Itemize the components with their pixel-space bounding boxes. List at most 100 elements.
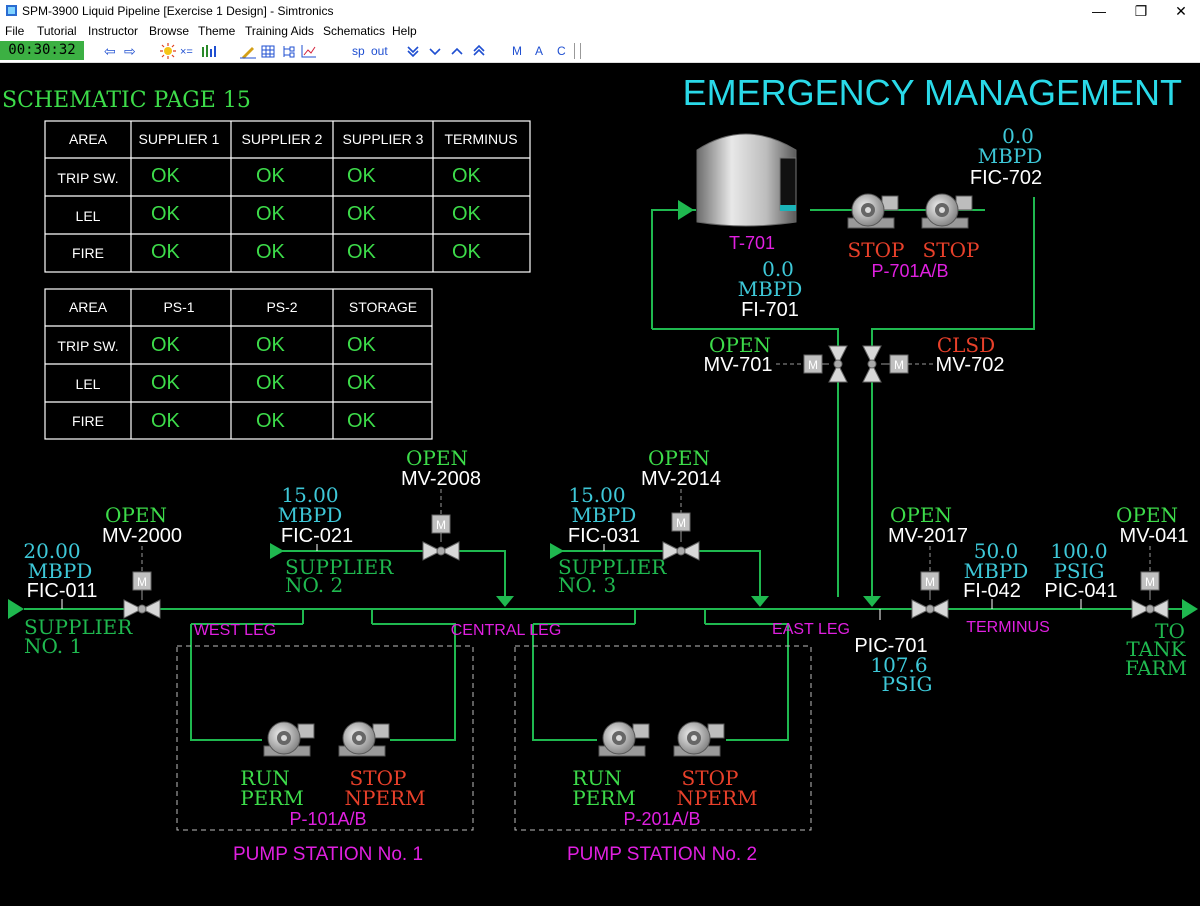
- mv702-tag[interactable]: MV-702: [936, 354, 1005, 376]
- minimize-button[interactable]: —: [1092, 3, 1106, 19]
- table1-headers: AREA SUPPLIER 1 SUPPLIER 2 SUPPLIER 3 TE…: [69, 131, 518, 147]
- pump-p101a-icon[interactable]: [263, 721, 315, 757]
- table2-cell: OK: [256, 410, 286, 432]
- menu-training-aids[interactable]: Training Aids: [245, 24, 314, 38]
- table2-headers: AREA PS-1 PS-2 STORAGE: [69, 299, 417, 315]
- table1-cell: OK: [151, 165, 181, 187]
- pencil-icon[interactable]: [240, 47, 256, 59]
- table2-header: PS-1: [163, 299, 194, 315]
- fic031-value: 15.00: [568, 483, 625, 507]
- p701-tag: P-701A/B: [871, 261, 948, 281]
- pic701-tag[interactable]: PIC-701: [854, 635, 927, 657]
- fic702-tag[interactable]: FIC-702: [970, 167, 1042, 189]
- mv041-tag[interactable]: MV-041: [1120, 525, 1189, 547]
- mv2000-motor-label: M: [137, 575, 147, 589]
- fic702-unit: MBPD: [978, 144, 1043, 168]
- grid-icon[interactable]: [261, 45, 275, 58]
- mv2017-state: OPEN: [890, 503, 952, 527]
- double-up-icon[interactable]: [473, 44, 485, 56]
- fi042-tag[interactable]: FI-042: [963, 580, 1021, 602]
- fi701-tag[interactable]: FI-701: [741, 299, 799, 321]
- table1-cell: OK: [256, 241, 286, 263]
- tank-tag: T-701: [729, 233, 775, 253]
- mv2000-tag[interactable]: MV-2000: [102, 525, 182, 547]
- mv701-tag[interactable]: MV-701: [704, 354, 773, 376]
- back-arrow-icon[interactable]: ⇦: [104, 43, 116, 59]
- cascade-button[interactable]: C: [557, 44, 566, 58]
- pump-p201b-icon[interactable]: [673, 721, 725, 757]
- mv2008-valve-icon[interactable]: [422, 541, 460, 561]
- chart-icon[interactable]: [301, 45, 316, 58]
- table2-cell: OK: [151, 334, 181, 356]
- mv2017-valve-icon[interactable]: [911, 599, 949, 619]
- table1-row-label: TRIP SW.: [57, 170, 118, 186]
- table1-cell: OK: [347, 203, 377, 225]
- mv2014-valve-icon[interactable]: [662, 541, 700, 561]
- fic031-tag[interactable]: FIC-031: [568, 525, 640, 547]
- mv041-state: OPEN: [1116, 503, 1178, 527]
- mv2008-tag[interactable]: MV-2008: [401, 468, 481, 490]
- table2-header: PS-2: [266, 299, 297, 315]
- app-icon: [6, 5, 17, 16]
- tankfarm-label: FARM: [1125, 656, 1187, 680]
- double-down-icon[interactable]: [407, 46, 419, 58]
- sp-button[interactable]: sp: [352, 44, 365, 58]
- menu-tutorial[interactable]: Tutorial: [37, 24, 77, 38]
- pump-p101b-icon[interactable]: [338, 721, 390, 757]
- pump-station-1-label: PUMP STATION No. 1: [233, 844, 423, 865]
- table1-cell: OK: [256, 203, 286, 225]
- pic041-tag[interactable]: PIC-041: [1044, 580, 1117, 602]
- mv701-state: OPEN: [709, 333, 771, 357]
- table1-cell: OK: [347, 241, 377, 263]
- mv2000-state: OPEN: [105, 503, 167, 527]
- pump-p201a-icon[interactable]: [598, 721, 650, 757]
- p201a-permissive: PERM: [572, 786, 636, 810]
- restore-button[interactable]: ❐: [1134, 3, 1148, 19]
- menu-instructor[interactable]: Instructor: [88, 24, 139, 38]
- out-button[interactable]: out: [371, 44, 388, 58]
- pic041-value: 100.0: [1050, 539, 1107, 563]
- schematic-page-label: SCHEMATIC PAGE 15: [2, 88, 251, 113]
- forward-arrow-icon[interactable]: ⇨: [124, 43, 136, 59]
- mv702-valve-icon[interactable]: [862, 345, 882, 383]
- hierarchy-icon[interactable]: [283, 46, 295, 58]
- menu-schematics[interactable]: Schematics: [323, 24, 386, 38]
- table2-row-label: TRIP SW.: [57, 338, 118, 354]
- mv041-motor-label: M: [1145, 575, 1155, 589]
- menu-theme[interactable]: Theme: [198, 24, 236, 38]
- table2-cell: OK: [347, 410, 377, 432]
- mv701-valve-icon[interactable]: [828, 345, 848, 383]
- auto-button[interactable]: A: [535, 44, 544, 58]
- mv2014-tag[interactable]: MV-2014: [641, 468, 721, 490]
- status-table-suppliers: [44, 120, 531, 273]
- p701a-status: STOP: [848, 238, 905, 262]
- scroll-arrows: [407, 44, 485, 58]
- fic011-tag[interactable]: FIC-011: [27, 580, 98, 602]
- menu-help[interactable]: Help: [392, 24, 417, 38]
- mv2008-motor-label: M: [436, 518, 446, 532]
- down-icon[interactable]: [429, 48, 441, 56]
- pump-station-2-box: [514, 645, 812, 831]
- table1-cell: OK: [151, 241, 181, 263]
- sun-icon[interactable]: [160, 43, 176, 59]
- p701b-status: STOP: [923, 238, 980, 262]
- multiply-icon[interactable]: ×=: [180, 46, 193, 58]
- toolbar-icons: ×=: [160, 43, 316, 59]
- mv702-motor-label: M: [894, 358, 904, 372]
- table1-header: SUPPLIER 1: [139, 131, 220, 147]
- up-icon[interactable]: [451, 47, 463, 55]
- mv2000-valve-icon[interactable]: [123, 599, 161, 619]
- mv2017-tag[interactable]: MV-2017: [888, 525, 968, 547]
- page-title: EMERGENCY MANAGEMENT: [683, 72, 1182, 113]
- supplier1-label: SUPPLIER: [24, 615, 133, 639]
- trend-bars-icon[interactable]: [202, 45, 216, 57]
- fic021-tag[interactable]: FIC-021: [281, 525, 353, 547]
- mv041-valve-icon[interactable]: [1131, 599, 1169, 619]
- supplier1-label: NO. 1: [24, 634, 82, 658]
- table1-header: SUPPLIER 2: [242, 131, 323, 147]
- menu-browse[interactable]: Browse: [149, 24, 190, 38]
- menu-file[interactable]: File: [5, 24, 25, 38]
- manual-button[interactable]: M: [512, 44, 522, 58]
- fi042-unit: MBPD: [964, 559, 1029, 583]
- close-button[interactable]: ✕: [1175, 3, 1187, 19]
